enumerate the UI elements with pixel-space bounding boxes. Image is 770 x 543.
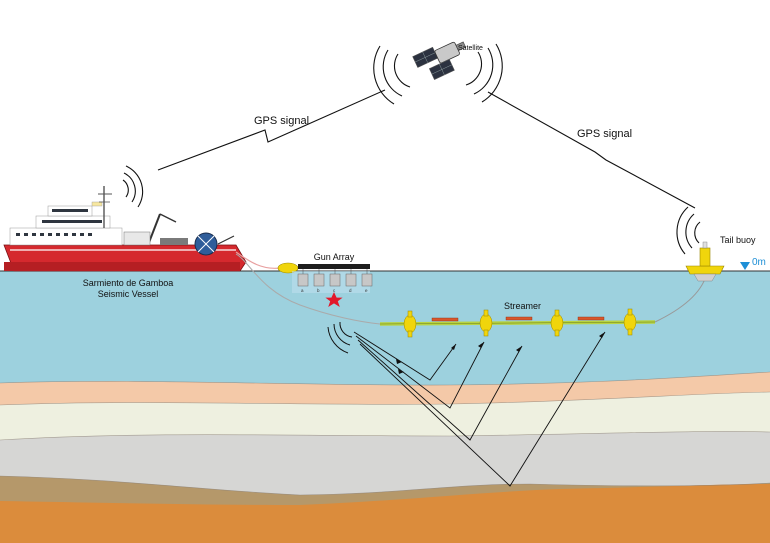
gps-signal-label-right: GPS signal bbox=[577, 128, 632, 140]
vessel-signal-arcs bbox=[122, 165, 144, 208]
tow-line-streamer bbox=[235, 253, 381, 325]
depth-marker-icon bbox=[740, 262, 750, 270]
gun-label-b: b bbox=[317, 288, 320, 293]
gun-array-icon bbox=[277, 262, 373, 293]
gps-link-buoy bbox=[487, 91, 696, 209]
tail-buoy-label: Tail buoy bbox=[720, 235, 756, 245]
vessel-label-line1: Sarmiento de Gamboa bbox=[83, 278, 174, 288]
ray-arrows bbox=[396, 332, 605, 374]
tail-buoy-icon bbox=[685, 241, 725, 282]
depth-zero-label: 0m bbox=[752, 257, 766, 268]
streamer-sections bbox=[431, 316, 605, 322]
gun-label-e: e bbox=[365, 288, 368, 293]
gps-signal-label-left: GPS signal bbox=[254, 115, 309, 127]
tow-line-gun bbox=[235, 251, 281, 269]
gun-label-d: d bbox=[349, 288, 352, 293]
sky bbox=[0, 0, 770, 272]
tail-buoy-signal-arcs bbox=[676, 206, 701, 255]
streamer-cable-edge bbox=[379, 321, 656, 325]
gps-link-vessel bbox=[157, 89, 386, 171]
vessel-label-line2: Seismic Vessel bbox=[98, 289, 159, 299]
gun-label-a: a bbox=[301, 288, 304, 293]
vessel-icon bbox=[3, 186, 247, 272]
source-star-icon bbox=[325, 292, 343, 307]
gun-label-c: c bbox=[333, 288, 336, 293]
satellite-label: Satellite bbox=[458, 45, 483, 52]
sediment-layer-5 bbox=[0, 484, 770, 543]
source-wavefronts bbox=[327, 321, 353, 354]
gun-array-label: Gun Array bbox=[314, 252, 355, 262]
ray-paths bbox=[353, 331, 606, 487]
satellite-signal-arcs bbox=[373, 43, 503, 105]
hydrophone-icon bbox=[403, 308, 637, 338]
streamer-label: Streamer bbox=[504, 301, 541, 311]
satellite-icon bbox=[412, 41, 467, 80]
